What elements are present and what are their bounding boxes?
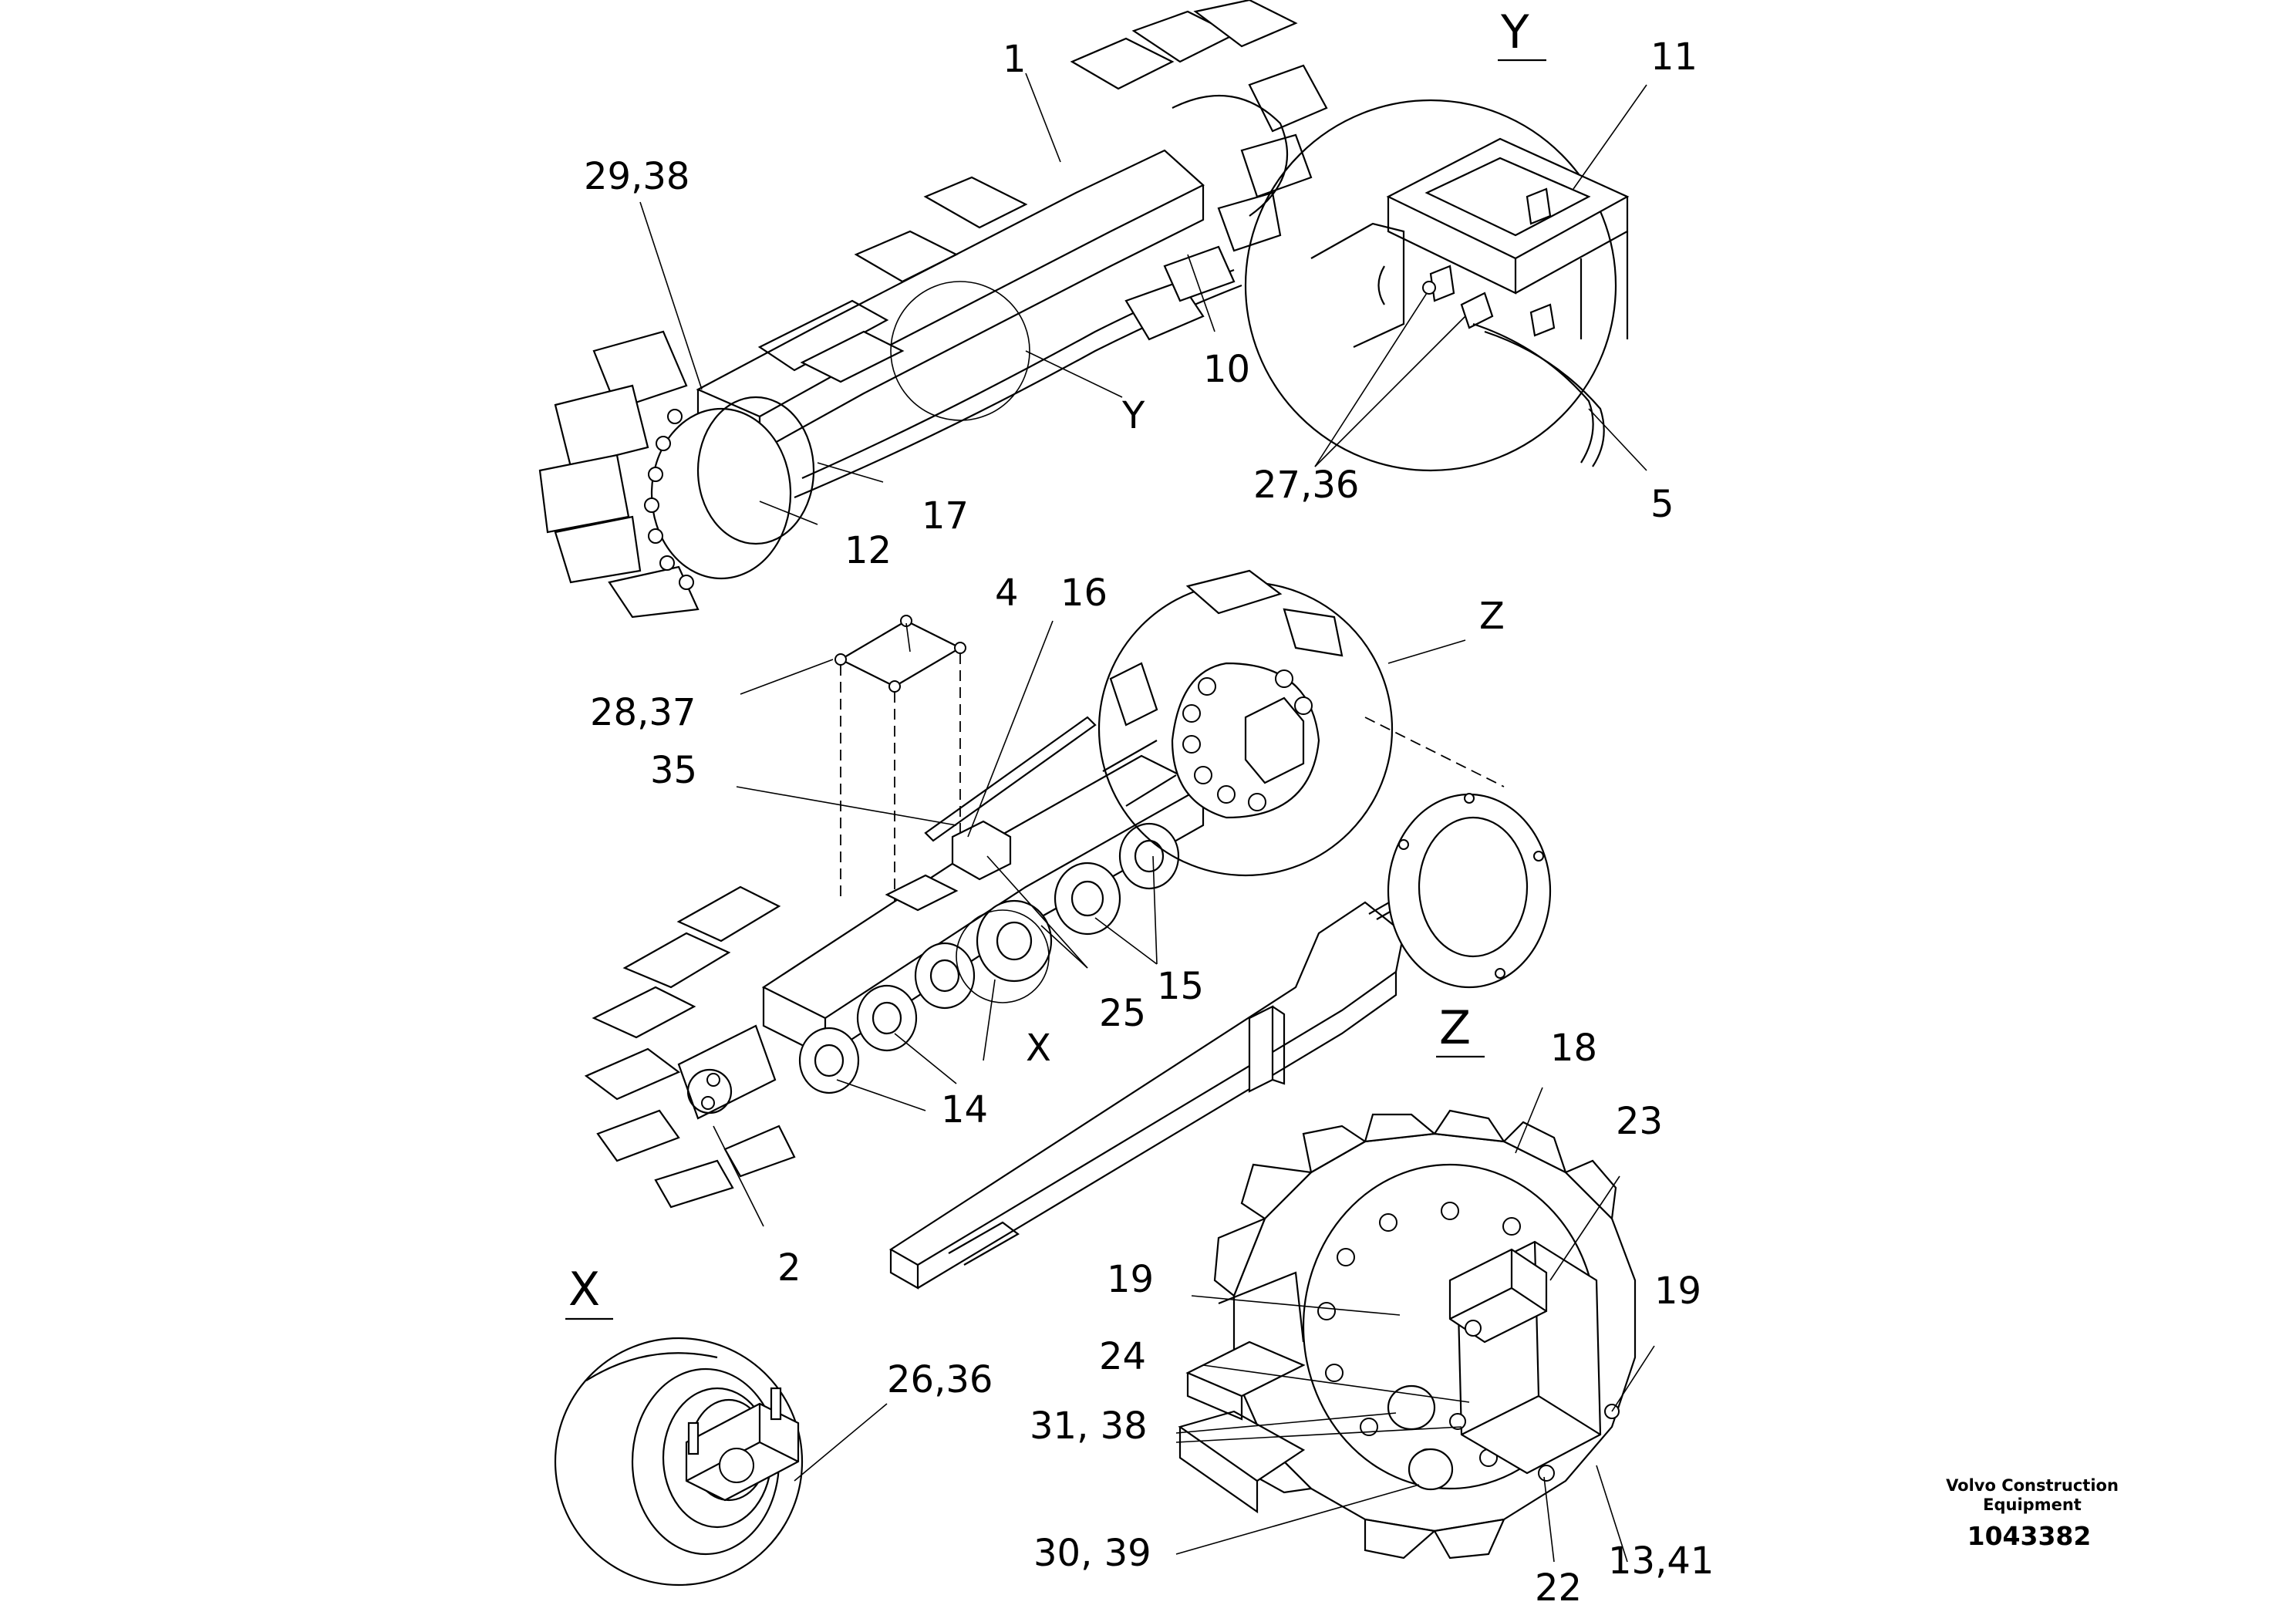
callout-x-leader: X xyxy=(1026,1027,1051,1070)
callout-13-41: 13,41 xyxy=(1608,1539,1714,1583)
callout-29-38: 29,38 xyxy=(584,155,689,198)
callout-35: 35 xyxy=(650,749,697,792)
callout-30-39: 30, 39 xyxy=(1033,1532,1151,1575)
track-rollers xyxy=(798,822,1180,1094)
detail-title-x: X xyxy=(568,1263,600,1317)
callout-15: 15 xyxy=(1157,965,1204,1008)
callout-16: 16 xyxy=(1060,572,1108,615)
brand-block: Volvo Construction Equipment 1043382 xyxy=(1946,1476,2119,1551)
detail-y-view xyxy=(1244,99,1630,472)
leader-lines xyxy=(639,73,1655,1563)
callout-1: 1 xyxy=(1003,38,1027,81)
detail-z-bolts xyxy=(1182,669,1313,811)
callout-17: 17 xyxy=(922,494,969,538)
callout-26-36: 26,36 xyxy=(887,1358,993,1401)
callout-2: 2 xyxy=(777,1246,801,1290)
detail-z-sprocket xyxy=(1178,1109,1637,1560)
document-number: 1043382 xyxy=(1967,1521,2092,1551)
callout-14: 14 xyxy=(941,1088,988,1131)
detail-titles: Y Z X xyxy=(565,5,1546,1320)
callout-27-36: 27,36 xyxy=(1253,464,1359,507)
sprocket-teeth xyxy=(1213,1109,1617,1560)
callout-z-leader: Z xyxy=(1479,595,1505,638)
callout-22: 22 xyxy=(1535,1566,1582,1610)
callout-31-38: 31, 38 xyxy=(1030,1404,1148,1448)
callout-labels: 1 29,38 10 Y 17 12 11 27,36 5 4 16 28,37… xyxy=(584,35,1714,1610)
callout-y-leader: Y xyxy=(1121,394,1145,437)
callout-11: 11 xyxy=(1650,35,1698,79)
callout-18: 18 xyxy=(1550,1027,1597,1070)
detail-x-view xyxy=(554,1337,804,1587)
callout-25: 25 xyxy=(1099,992,1146,1035)
brand-line-2: Equipment xyxy=(1983,1496,2082,1514)
detail-z-view xyxy=(1097,569,1394,877)
detail-title-y: Y xyxy=(1500,5,1529,59)
callout-24: 24 xyxy=(1099,1335,1146,1378)
callout-10: 10 xyxy=(1203,348,1250,391)
track-assembly-top xyxy=(538,0,1328,619)
callout-12: 12 xyxy=(845,529,892,572)
callout-28-37: 28,37 xyxy=(590,691,696,734)
callout-23: 23 xyxy=(1616,1100,1663,1143)
callout-19-right: 19 xyxy=(1654,1270,1701,1313)
detail-title-z: Z xyxy=(1439,1001,1471,1055)
callout-5: 5 xyxy=(1650,483,1674,526)
brand-line-1: Volvo Construction xyxy=(1946,1476,2119,1495)
callout-4: 4 xyxy=(995,572,1019,615)
hub-bolt-ring xyxy=(644,409,694,590)
callout-19-left: 19 xyxy=(1107,1258,1154,1301)
side-rail xyxy=(888,793,1552,1290)
